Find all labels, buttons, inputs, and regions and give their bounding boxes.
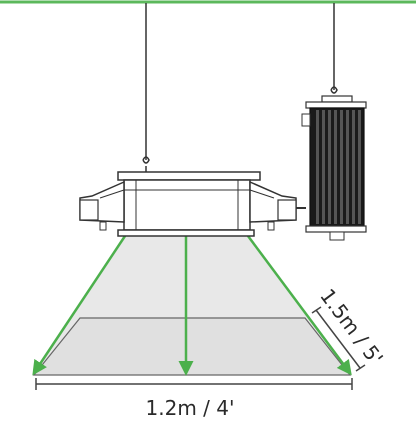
width-dimension [35, 378, 353, 390]
ballast-unit [301, 86, 367, 241]
width-label: 1.2m / 4' [146, 396, 235, 420]
beam-edge-right [246, 235, 352, 376]
canopy-plane [32, 317, 352, 376]
beam-edge-left [32, 235, 127, 376]
height-dimension [311, 306, 366, 372]
lamp-fixture [79, 156, 306, 237]
